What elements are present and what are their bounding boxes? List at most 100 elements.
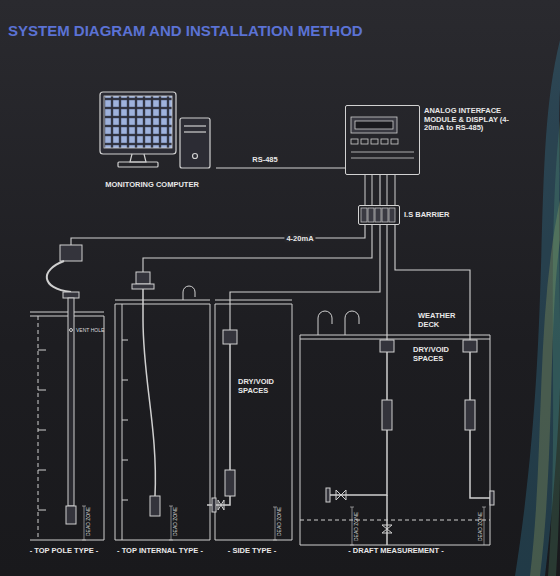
signal-line [143, 225, 372, 272]
side-type-tank [218, 500, 224, 510]
interface-module-face [355, 121, 393, 129]
node-caption: I.S BARRIER [404, 211, 449, 220]
side-type-tank [229, 344, 231, 470]
top-pole-tank [38, 350, 46, 510]
barrier-wires [365, 175, 395, 205]
interface-module-face [371, 139, 378, 144]
side-type-tank [223, 330, 237, 344]
node-caption: - DRAFT MEASUREMENT - [348, 547, 443, 556]
draft-measurement-hull [318, 311, 332, 335]
interface-module: ANALOG INTERFACE MODULE & DISPLAY (4-20m… [345, 105, 420, 175]
draft-measurement-hull [469, 352, 471, 400]
tank-installation: - DRAFT MEASUREMENT - WEATHER DECK DRY/VOI… [296, 310, 496, 556]
top-internal-tank [115, 300, 210, 301]
tank-installation: - TOP INTERNAL TYPE - [110, 272, 210, 556]
draft-measurement-hull [490, 335, 491, 545]
node-text: DRY/VOID SPACES [413, 346, 463, 363]
top-internal-tank [115, 304, 210, 305]
node-text: DRY/VOID SPACES [238, 378, 290, 395]
barrier-wires [365, 175, 366, 205]
dimension-note: DEAD ZONE [277, 507, 282, 536]
draft-measurement-hull [470, 430, 494, 498]
draft-measurement-hull [300, 335, 490, 336]
top-pole-tank [63, 292, 79, 298]
draft-measurement-hull [490, 491, 494, 505]
interface-module-face [351, 117, 414, 158]
signal-label: 4-20mA [284, 234, 315, 243]
draft-measurement-hull [300, 520, 490, 521]
top-pole-tank [60, 245, 82, 261]
node-caption: - TOP INTERNAL TYPE - [117, 547, 203, 556]
side-type-tank [292, 304, 293, 540]
top-internal-tank [115, 304, 116, 540]
interface-module-face [391, 139, 398, 144]
background-swoosh [515, 40, 560, 576]
side-type-tank [215, 300, 292, 301]
top-internal-tank [183, 286, 195, 300]
background-swoosh [515, 40, 560, 576]
signal-line [386, 225, 387, 310]
tank-installation: - TOP POLE TYPE - [22, 245, 106, 556]
draft-measurement-hull [300, 335, 301, 545]
side-type-tank [215, 304, 292, 305]
interface-module-face [361, 139, 368, 144]
computer-icon [118, 162, 158, 167]
interface-module-face [351, 117, 397, 133]
top-internal-tank [115, 272, 210, 540]
signal-line [71, 225, 365, 245]
top-pole-tank [66, 506, 76, 524]
draft-measurement-hull [380, 340, 394, 352]
node-text: WEATHER DECK [418, 312, 466, 329]
node-caption: ANALOG INTERFACE MODULE & DISPLAY (4-20m… [424, 107, 524, 133]
dimension-note: DEAD ZONE [86, 507, 91, 536]
interface-module-face [351, 158, 414, 159]
computer-icon [100, 92, 210, 168]
side-type-tank [215, 540, 292, 541]
signal-line [379, 175, 380, 205]
barrier-terminals [361, 208, 367, 222]
draft-measurement-hull [386, 352, 388, 400]
top-pole-tank [30, 540, 104, 541]
signal-label: RS-485 [250, 155, 279, 164]
computer-icon [104, 96, 172, 148]
draft-measurement-hull [336, 490, 346, 500]
barrier-terminals [361, 208, 395, 222]
interface-module-face [351, 139, 358, 144]
dimension-note: DEAD ZONE [478, 512, 483, 541]
computer-icon [184, 125, 206, 126]
top-internal-tank [136, 272, 150, 284]
top-pole-tank [30, 245, 104, 540]
signal-line [395, 225, 470, 310]
barrier-terminals [368, 208, 374, 222]
draft-measurement-hull [465, 400, 475, 430]
draft-measurement-hull [300, 310, 494, 545]
barrier-terminals [389, 208, 395, 222]
part-note: VENT HOLE [76, 328, 104, 333]
interface-module-face [351, 152, 414, 153]
barrier-wires [395, 175, 396, 205]
dimension-note: DEAD ZONE [354, 512, 359, 541]
computer-icon [180, 118, 210, 168]
side-type-tank [212, 498, 216, 512]
draft-measurement-hull [345, 311, 359, 335]
dimension-note: DEAD ZONE [173, 507, 178, 536]
top-pole-tank [30, 312, 104, 313]
barrier-wires [387, 175, 388, 205]
node-caption: - SIDE TYPE - [228, 547, 276, 556]
top-internal-tank [143, 289, 155, 496]
node-caption: MONITORING COMPUTER [105, 181, 199, 190]
barrier-wires [372, 175, 373, 205]
top-pole-tank [104, 316, 105, 540]
diagram-title: SYSTEM DIAGRAM AND INSTALLATION METHOD [8, 22, 363, 39]
top-pole-tank [30, 316, 104, 317]
draft-measurement-hull [382, 525, 392, 533]
signal-line [230, 225, 380, 330]
draft-measurement-hull [330, 430, 387, 495]
barrier-terminals [382, 208, 388, 222]
draft-measurement-hull [386, 495, 388, 545]
